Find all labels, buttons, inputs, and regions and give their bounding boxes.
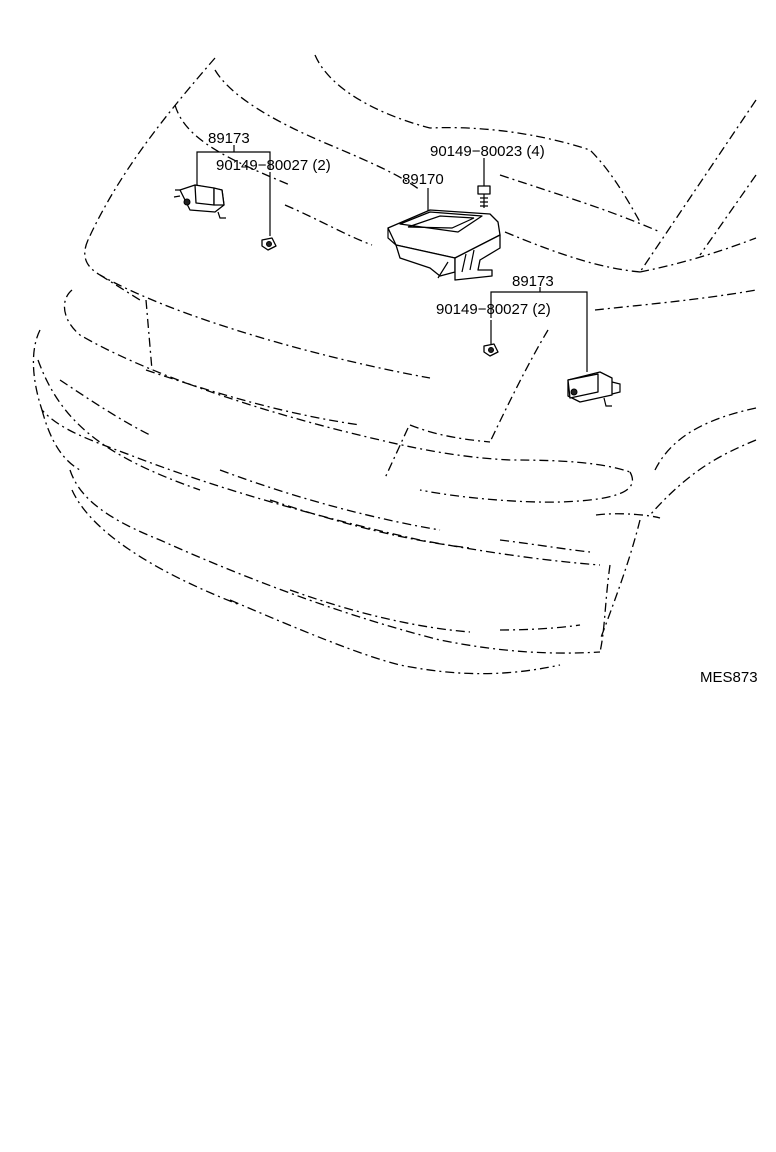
vehicle-body-outline: [32, 54, 757, 675]
label-left-sensor-part: 89173: [208, 130, 250, 147]
center-bolt: [477, 185, 491, 208]
label-center-bolt: 90149−80023 (4): [430, 143, 545, 160]
left-sensor-assembly: [173, 145, 277, 251]
left-sensor-bolt: [261, 237, 277, 251]
center-computer-assembly: [387, 158, 501, 281]
label-left-sensor-bolt: 90149−80027 (2): [216, 157, 331, 174]
label-right-sensor-part: 89173: [512, 273, 554, 290]
airbag-computer: [387, 209, 501, 281]
right-sensor-bolt: [483, 343, 499, 357]
label-computer-part: 89170: [402, 171, 444, 188]
figure-code: MES873: [700, 669, 758, 686]
right-sensor-assembly: [483, 287, 621, 407]
left-front-sensor: [173, 184, 226, 219]
label-right-sensor-bolt: 90149−80027 (2): [436, 301, 551, 318]
right-front-sensor: [567, 371, 621, 407]
part-labels: 89173 90149−80027 (2) 90149−80023 (4) 89…: [208, 130, 758, 686]
